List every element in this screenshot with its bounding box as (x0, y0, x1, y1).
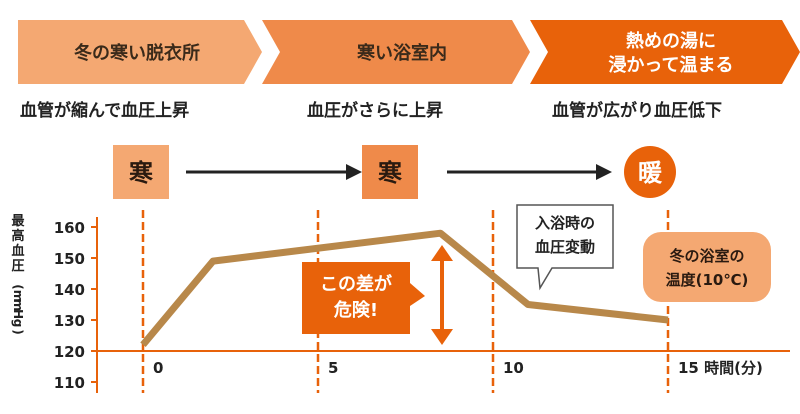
stage-banner-1 (18, 20, 262, 84)
y-tick-label-120: 120 (54, 343, 85, 361)
stage-badge-2: 寒 (378, 159, 402, 187)
stage-note-2: 血圧がさらに上昇 (307, 100, 443, 121)
y-axis-label-char: 高 (11, 228, 24, 244)
y-tick-label-150: 150 (54, 250, 85, 268)
danger-callout-box (302, 262, 425, 334)
stage-badge-3: 暖 (638, 159, 663, 187)
y-tick-label-130: 130 (54, 312, 85, 330)
y-axis-label-char: g (11, 319, 25, 328)
y-tick-label-110: 110 (54, 374, 85, 392)
y-axis-label-char: ( (11, 284, 25, 289)
stage-banner-3 (530, 20, 800, 84)
stage-label-2: 寒い浴室内 (356, 42, 447, 64)
fluctuation-callout-box (516, 204, 614, 291)
x-tick-label-10: 10 (503, 359, 524, 377)
arrow-1-head (346, 164, 362, 180)
y-axis-label-char: 血 (11, 243, 24, 259)
stage-badge-1: 寒 (129, 159, 153, 187)
y-axis-label-char: 最 (11, 214, 25, 229)
y-axis-label-char: ) (11, 329, 25, 334)
stage-label-3: 熱めの湯に (626, 30, 716, 52)
stage-banner-2 (262, 20, 530, 84)
badge-warm-circle (624, 146, 676, 198)
stage-note-3: 血管が広がり血圧低下 (552, 100, 722, 121)
danger-callout-text: 危険! (333, 299, 378, 321)
danger-callout-text: この差が (320, 273, 392, 295)
stage-label-3: 浸かって温まる (608, 54, 733, 76)
diff-arrow-head-up (431, 245, 453, 261)
room-temp-callout-box (643, 232, 771, 302)
stage-label-1: 冬の寒い脱衣所 (74, 42, 200, 64)
room-temp-callout-text: 温度(10℃) (666, 271, 749, 289)
y-axis-label-char: m (11, 299, 25, 312)
x-tick-label-15: 15 時間(分) (678, 359, 763, 377)
room-temp-callout-text: 冬の浴室の (669, 247, 744, 265)
badge-cold-square-2 (362, 145, 418, 199)
x-tick-label-0: 0 (153, 359, 163, 377)
arrow-2-head (596, 164, 612, 180)
y-axis-label-char: H (11, 309, 25, 319)
y-axis-label-char: 圧 (11, 259, 24, 274)
badge-cold-square-1 (113, 145, 169, 199)
stage-note-1: 血管が縮んで血圧上昇 (20, 100, 189, 121)
y-axis-label-char: m (11, 290, 25, 303)
fluctuation-callout-text: 血圧変動 (535, 238, 595, 256)
y-tick-label-160: 160 (54, 219, 85, 237)
y-tick-label-140: 140 (54, 281, 85, 299)
diff-arrow-head-down (431, 329, 453, 345)
fluctuation-callout-text: 入浴時の (535, 214, 595, 232)
x-tick-label-5: 5 (328, 359, 338, 377)
